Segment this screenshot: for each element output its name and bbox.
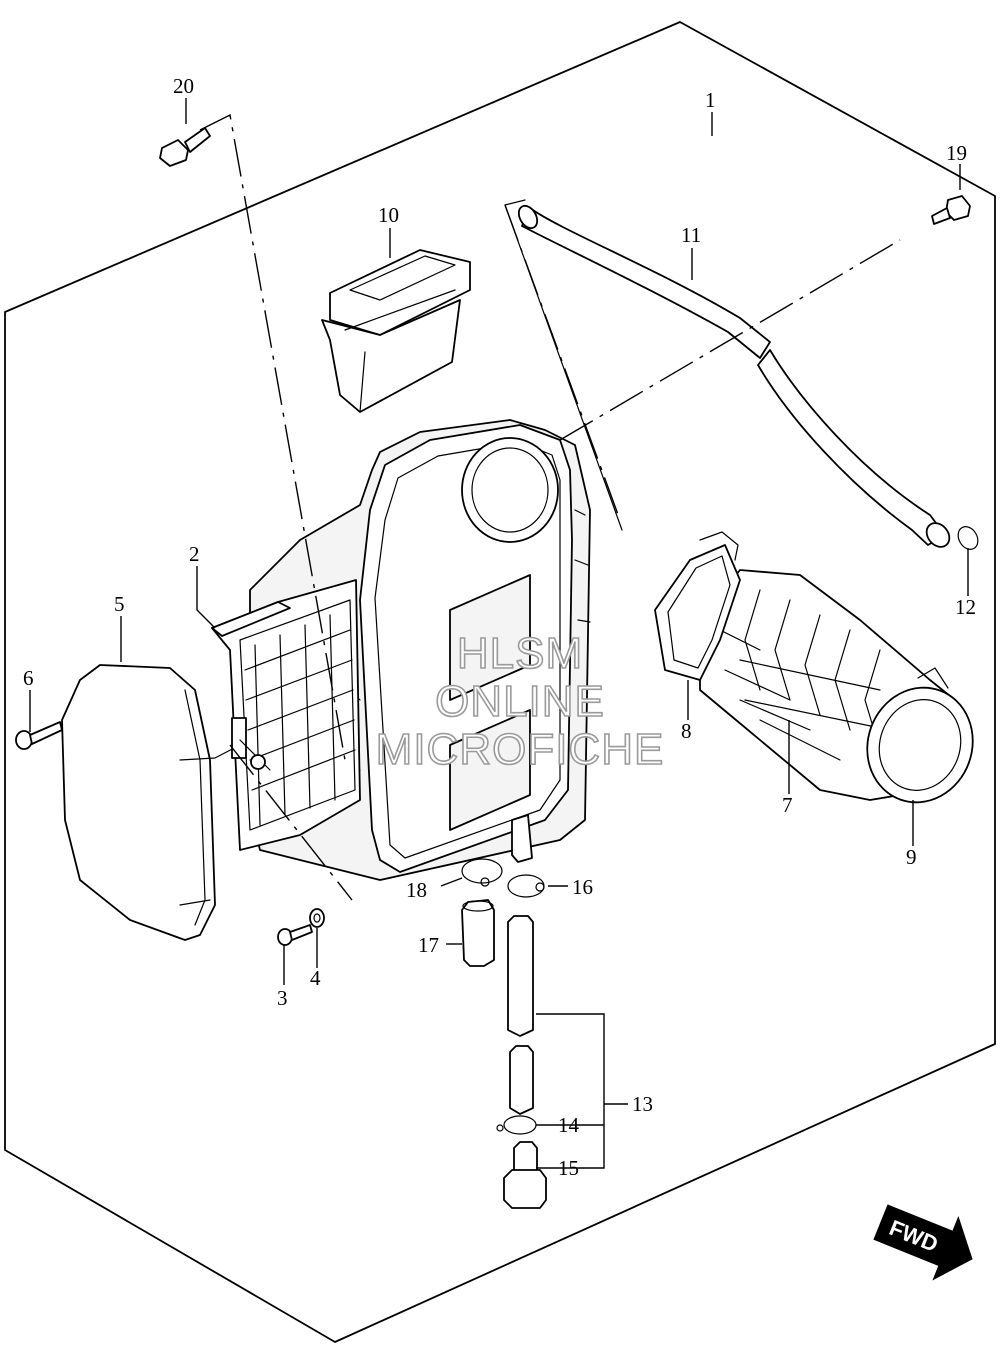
assembly-frame [4,21,996,1343]
callout-20[interactable]: 20 [173,74,194,98]
breather-hose[interactable] [515,203,954,552]
callout-1[interactable]: 1 [705,88,716,112]
plug-15[interactable] [503,1141,547,1209]
bolt-20[interactable] [159,127,211,167]
boot-clamp-front[interactable] [654,531,741,681]
callout-3[interactable]: 3 [277,986,288,1010]
callout-15[interactable]: 15 [558,1156,579,1180]
forward-arrow-icon: FWD [873,1204,973,1281]
callout-19[interactable]: 19 [946,141,967,165]
drain-hose-13[interactable] [507,915,534,1115]
callout-5[interactable]: 5 [114,592,125,616]
alignment-lines [199,113,901,901]
callout-18[interactable]: 18 [406,878,427,902]
boot-clamp-rear[interactable] [851,667,988,817]
callout-14[interactable]: 14 [558,1113,580,1137]
callout-11[interactable]: 11 [681,223,701,247]
callout-6[interactable]: 6 [23,666,34,690]
breather-guide-lines [504,199,623,531]
clamp-14[interactable] [496,1115,537,1135]
callout-10[interactable]: 10 [378,203,399,227]
watermark-line-1: HLSM [457,629,583,678]
clamp-16[interactable] [507,874,545,898]
screw-3[interactable] [277,924,313,946]
watermark-line-2: ONLINE [435,677,605,726]
callout-9[interactable]: 9 [906,845,917,869]
callout-17[interactable]: 17 [418,933,439,957]
air-filter-element[interactable] [211,579,361,851]
cap-17[interactable] [461,899,495,967]
callout-2[interactable]: 2 [189,542,200,566]
callout-13[interactable]: 13 [632,1092,653,1116]
watermark: HLSM ONLINE MICROFICHE [375,628,665,775]
callout-4[interactable]: 4 [310,966,321,990]
callout-8[interactable]: 8 [681,719,692,743]
hose-clamp[interactable] [954,523,982,553]
washer-4[interactable] [309,908,325,928]
bolt-19[interactable] [931,195,971,225]
screw-6[interactable] [15,721,63,750]
callouts: 1 2 3 4 5 6 7 8 9 10 11 12 13 14 15 16 1… [23,74,976,1180]
callout-16[interactable]: 16 [572,875,593,899]
leader-lines [29,98,969,1169]
callout-7[interactable]: 7 [782,793,793,817]
clamp-18[interactable] [461,858,503,887]
callout-12[interactable]: 12 [955,595,976,619]
inlet-duct[interactable] [321,249,471,413]
air-cleaner-cover[interactable] [61,664,271,941]
watermark-line-3: MICROFICHE [376,725,665,774]
